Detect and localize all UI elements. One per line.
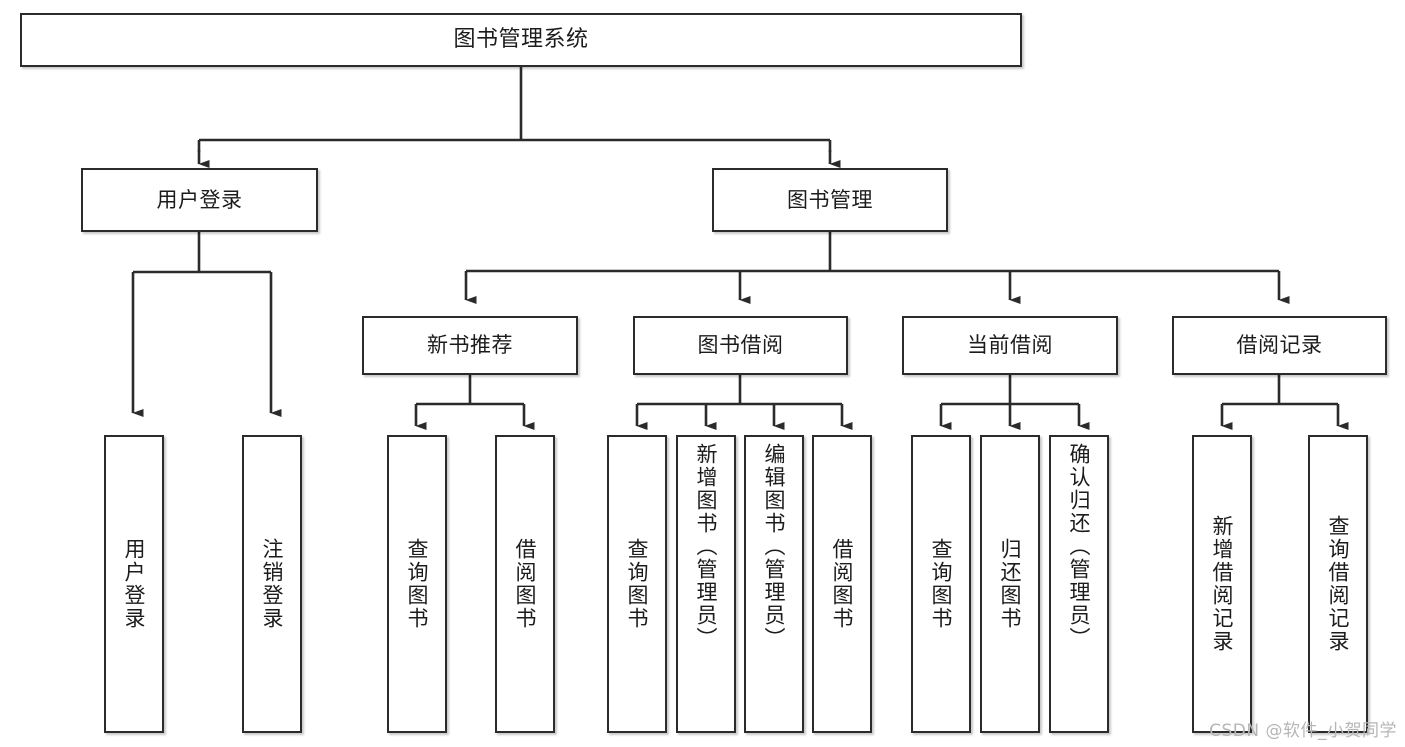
node-label: 用户登录: [122, 538, 147, 630]
node-leaf-borrowrecord-add-record[interactable]: 新增借阅记录: [1192, 435, 1252, 733]
node-borrow-record[interactable]: 借阅记录: [1172, 316, 1387, 375]
node-label: 注销登录: [260, 538, 285, 630]
node-label: 用户登录: [156, 187, 243, 212]
node-label: 图书管理系统: [453, 27, 589, 53]
node-leaf-user-login-signin[interactable]: 用户登录: [104, 435, 164, 733]
node-label: 新增借阅记录: [1210, 515, 1235, 653]
node-label: 查询借阅记录: [1326, 515, 1351, 653]
node-current-borrow[interactable]: 当前借阅: [902, 316, 1118, 375]
node-root-book-management-system[interactable]: 图书管理系统: [20, 13, 1022, 67]
node-label: 图书借阅: [697, 333, 784, 358]
node-leaf-bookborrow-borrow-book[interactable]: 借阅图书: [812, 435, 872, 733]
node-leaf-currentborrow-return-book[interactable]: 归还图书: [980, 435, 1040, 733]
node-label: 查询图书: [405, 538, 430, 630]
node-leaf-bookborrow-edit-book-admin[interactable]: 编辑图书（管理员）: [744, 435, 804, 733]
node-leaf-borrowrecord-query-record[interactable]: 查询借阅记录: [1308, 435, 1368, 733]
node-book-borrow[interactable]: 图书借阅: [633, 316, 848, 375]
node-label: 编辑图书（管理员）: [762, 443, 787, 650]
node-label: 查询图书: [929, 538, 954, 630]
node-label: 新书推荐: [427, 333, 513, 358]
node-book-management[interactable]: 图书管理: [712, 168, 948, 232]
node-leaf-currentborrow-query-book[interactable]: 查询图书: [911, 435, 971, 733]
node-leaf-user-login-signout[interactable]: 注销登录: [242, 435, 302, 733]
node-label: 借阅图书: [830, 538, 855, 630]
node-leaf-bookborrow-add-book-admin[interactable]: 新增图书（管理员）: [676, 435, 736, 733]
node-label: 确认归还（管理员）: [1067, 443, 1092, 650]
node-leaf-bookborrow-query-book[interactable]: 查询图书: [607, 435, 667, 733]
node-label: 当前借阅: [967, 333, 1053, 358]
node-user-login[interactable]: 用户登录: [81, 168, 318, 232]
node-new-book-recommend[interactable]: 新书推荐: [362, 316, 578, 375]
node-label: 归还图书: [998, 538, 1023, 630]
node-label: 新增图书（管理员）: [694, 443, 719, 650]
node-label: 借阅图书: [513, 538, 538, 630]
node-leaf-newbook-query-book[interactable]: 查询图书: [387, 435, 447, 733]
node-leaf-currentborrow-confirm-return-admin[interactable]: 确认归还（管理员）: [1049, 435, 1109, 733]
csdn-watermark: CSDN @软件_小贺同学: [1209, 721, 1397, 741]
node-label: 查询图书: [625, 538, 650, 630]
node-label: 图书管理: [787, 187, 873, 212]
node-label: 借阅记录: [1236, 333, 1323, 358]
node-leaf-newbook-borrow-book[interactable]: 借阅图书: [495, 435, 555, 733]
